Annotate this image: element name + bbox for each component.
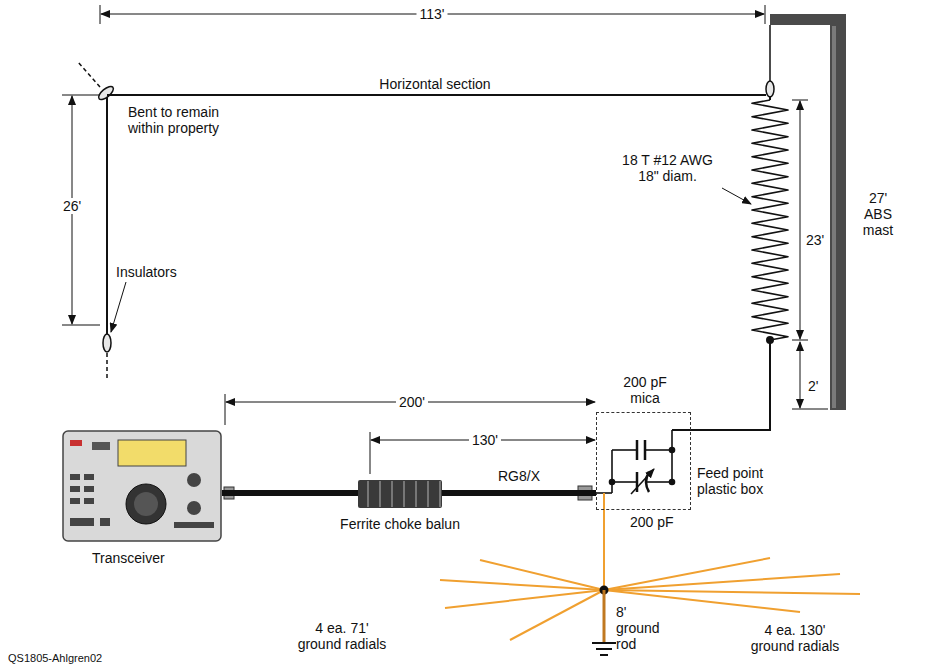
part-label: Insulators (116, 264, 177, 280)
antenna-wire (107, 95, 770, 334)
wire-label: Horizontal section (379, 76, 490, 92)
mast-label: 27' ABS mast (858, 190, 898, 238)
ground-radials (440, 493, 860, 640)
capacitors (596, 430, 675, 494)
feed-point-box: Feed point plastic box (596, 412, 691, 510)
dimension-label: 200' (396, 394, 428, 410)
choke-balun: Ferrite choke balun (358, 480, 442, 508)
dimension-coax (225, 394, 595, 474)
transceiver: Transceiver (62, 430, 222, 542)
coax-cable (222, 490, 358, 496)
coax-cable (442, 490, 596, 496)
radial-label: 4 ea. 130' ground radials (745, 622, 845, 654)
figure-id: QS1805-Ahlgren02 (8, 652, 102, 665)
dimension-label: 2' (808, 378, 818, 394)
coil-label: 18 T #12 AWG 18" diam. (615, 152, 720, 184)
node-label: Ferrite choke balun (333, 516, 467, 532)
abs-mast (770, 14, 846, 410)
dimension-23-2 (792, 100, 828, 409)
loading-coil (752, 100, 788, 340)
node-label: Transceiver (92, 550, 165, 566)
dimension-label: 26' (60, 198, 84, 214)
capacitor-label: 200 pF (630, 514, 674, 530)
insulators (78, 25, 774, 378)
radial-label: 4 ea. 71' ground radials (292, 620, 392, 652)
leader-line (722, 188, 751, 204)
note-label: Bent to remain within property (128, 104, 240, 136)
ground-rod (592, 587, 616, 656)
node-label: Feed point plastic box (697, 465, 777, 497)
capacitor-label: 200 pF mica (619, 374, 671, 406)
cable-label: RG8/X (498, 468, 540, 484)
leader-line (111, 282, 126, 332)
dimension-label: 113' (417, 6, 448, 22)
dimension-label: 130' (469, 432, 501, 448)
ground-rod-label: 8' ground rod (616, 604, 664, 652)
dimension-113 (100, 5, 765, 24)
dimension-label: 23' (806, 232, 824, 248)
coil-lead (672, 337, 773, 430)
